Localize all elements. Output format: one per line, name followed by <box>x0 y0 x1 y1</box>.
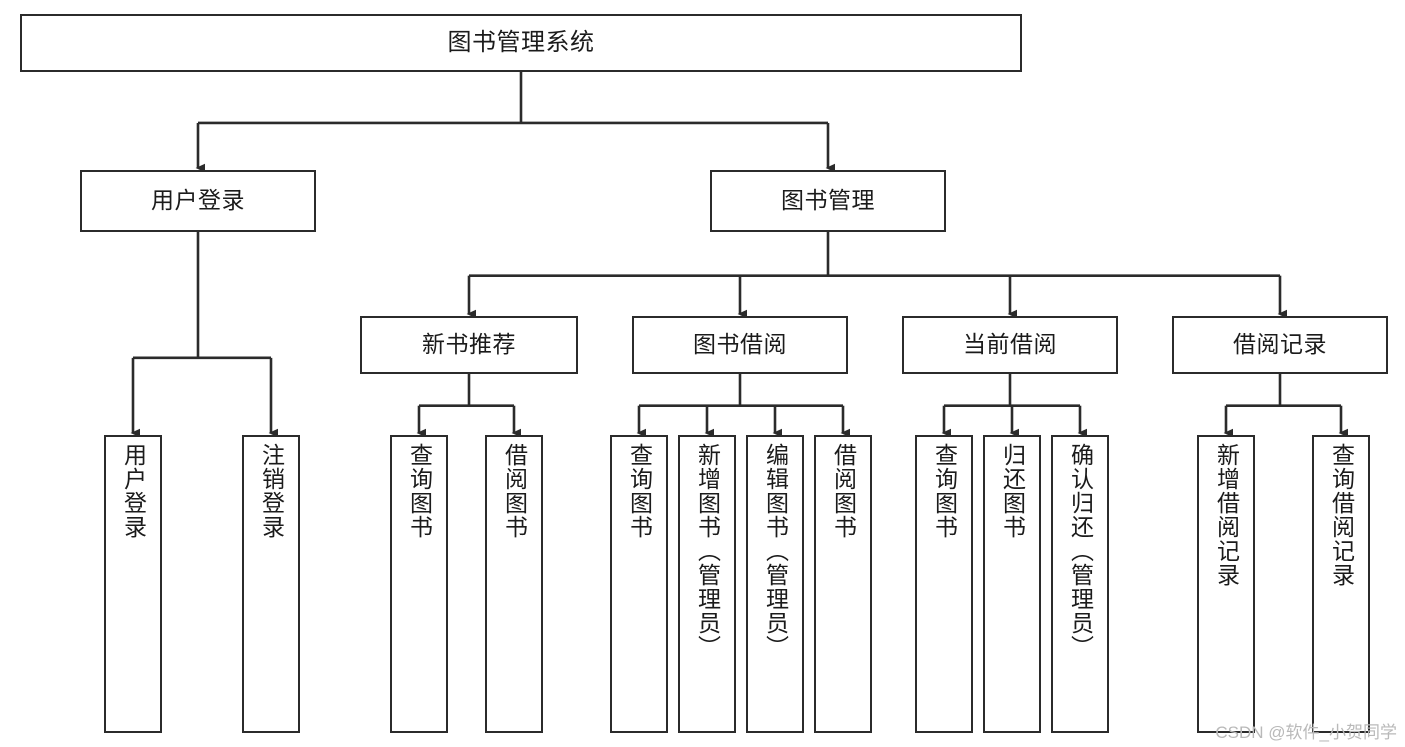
node-label: 查询图书 <box>406 443 433 539</box>
csdn-watermark: CSDN @软件_小贺同学 <box>1215 723 1397 742</box>
node-leaf-user-login[interactable]: 用户登录 <box>104 435 162 733</box>
node-label: 借阅图书 <box>501 443 528 539</box>
node-leaf-query-book-2[interactable]: 查询图书 <box>610 435 668 733</box>
node-label: 借阅图书 <box>830 443 857 539</box>
node-leaf-edit-book-admin[interactable]: 编辑图书（管理员） <box>746 435 804 733</box>
node-leaf-borrow-book-1[interactable]: 借阅图书 <box>485 435 543 733</box>
node-root-book-management-system[interactable]: 图书管理系统 <box>20 14 1022 72</box>
node-label: 注销登录 <box>258 443 285 539</box>
node-book-borrowing[interactable]: 图书借阅 <box>632 316 848 374</box>
node-label: 图书管理系统 <box>447 28 595 56</box>
node-leaf-user-logout[interactable]: 注销登录 <box>242 435 300 733</box>
node-label: 图书管理 <box>781 187 875 214</box>
node-label: 新书推荐 <box>422 331 516 358</box>
node-label: 查询图书 <box>626 443 653 539</box>
node-label: 查询图书 <box>931 443 958 539</box>
node-leaf-return-book[interactable]: 归还图书 <box>983 435 1041 733</box>
node-borrowing-record[interactable]: 借阅记录 <box>1172 316 1388 374</box>
node-label: 归还图书 <box>999 443 1026 539</box>
node-leaf-borrow-book-2[interactable]: 借阅图书 <box>814 435 872 733</box>
node-leaf-confirm-return-admin[interactable]: 确认归还（管理员） <box>1051 435 1109 733</box>
node-leaf-query-book-3[interactable]: 查询图书 <box>915 435 973 733</box>
node-label: 当前借阅 <box>963 331 1057 358</box>
node-user-login[interactable]: 用户登录 <box>80 170 316 232</box>
node-new-book-recommendation[interactable]: 新书推荐 <box>360 316 578 374</box>
node-label: 用户登录 <box>120 443 147 539</box>
node-leaf-add-borrow-record[interactable]: 新增借阅记录 <box>1197 435 1255 733</box>
node-label: 用户登录 <box>151 187 245 214</box>
node-leaf-query-borrow-record[interactable]: 查询借阅记录 <box>1312 435 1370 733</box>
node-label: 确认归还（管理员） <box>1067 443 1094 659</box>
node-label: 新增图书（管理员） <box>694 443 721 659</box>
node-current-borrowing[interactable]: 当前借阅 <box>902 316 1118 374</box>
node-book-management[interactable]: 图书管理 <box>710 170 946 232</box>
node-label: 查询借阅记录 <box>1328 443 1355 587</box>
node-leaf-add-book-admin[interactable]: 新增图书（管理员） <box>678 435 736 733</box>
node-label: 新增借阅记录 <box>1213 443 1240 587</box>
node-label: 借阅记录 <box>1233 331 1327 358</box>
node-leaf-query-book-1[interactable]: 查询图书 <box>390 435 448 733</box>
node-label: 图书借阅 <box>693 331 787 358</box>
node-label: 编辑图书（管理员） <box>762 443 789 659</box>
